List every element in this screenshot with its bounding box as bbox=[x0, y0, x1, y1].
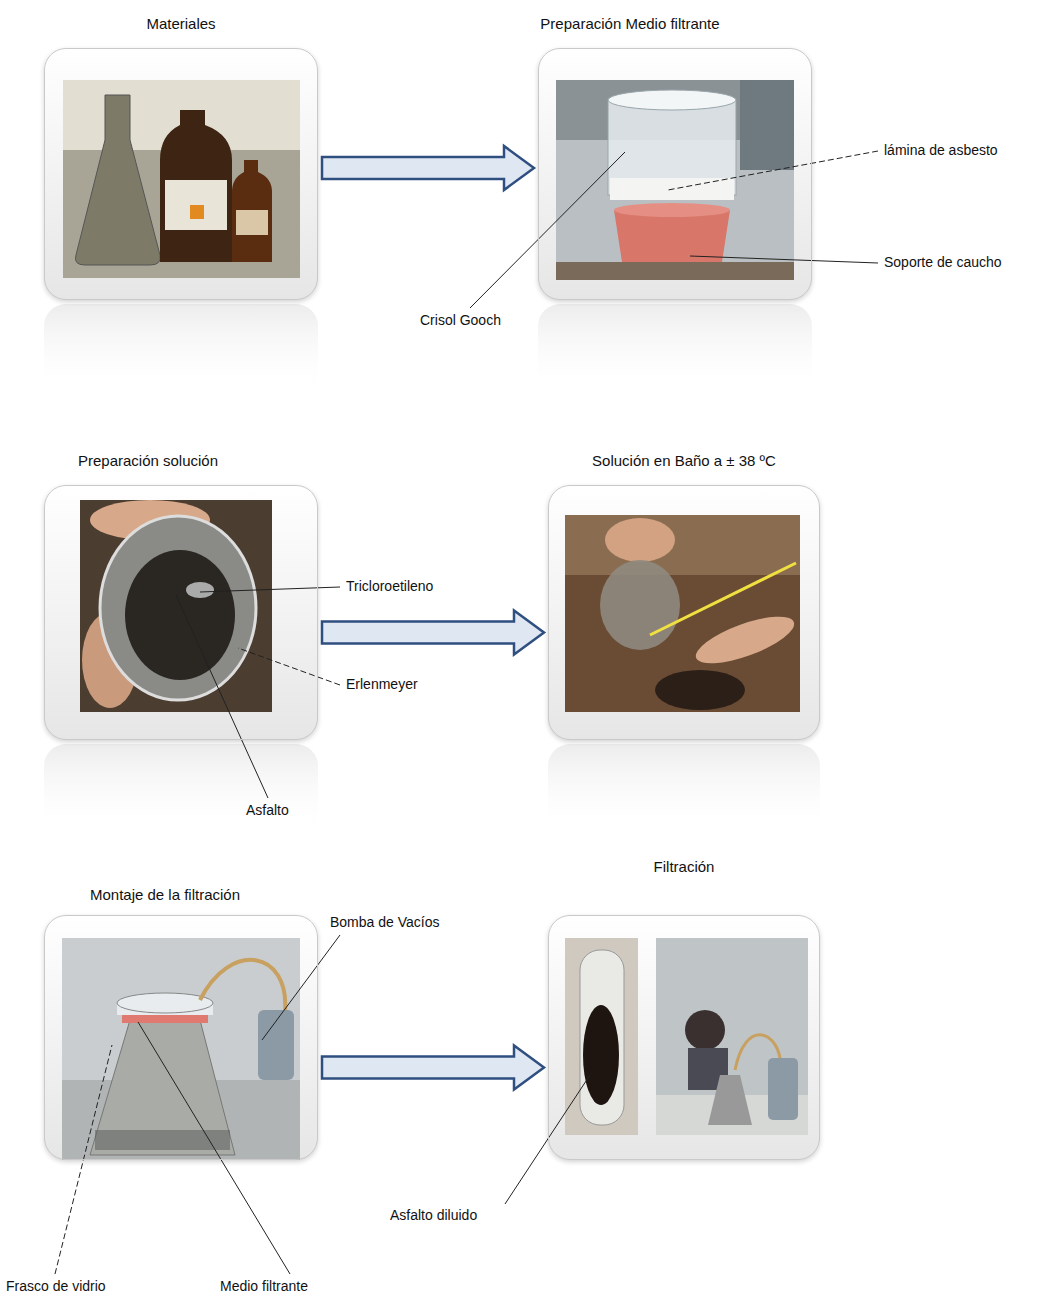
photo-setup-part bbox=[122, 1015, 208, 1023]
callout-label: lámina de asbesto bbox=[884, 142, 998, 159]
photo-panel: Filtración bbox=[548, 915, 820, 1160]
panel-heading: Montaje de la filtración bbox=[90, 886, 240, 904]
callout-label: Medio filtrante bbox=[220, 1278, 308, 1295]
panel-reflections bbox=[44, 304, 820, 834]
photo-materials-part bbox=[63, 80, 300, 278]
leader-lines bbox=[55, 151, 878, 1274]
panel-reflections-part bbox=[538, 304, 812, 394]
photo-bath-part bbox=[691, 607, 800, 673]
photo-setup-part bbox=[90, 1020, 235, 1155]
panel-grounds-part bbox=[548, 485, 820, 740]
photo-filtration-part bbox=[583, 1005, 619, 1105]
photo-setup-part bbox=[117, 993, 213, 1013]
photo-bath-part bbox=[655, 670, 745, 710]
photo-solution-part bbox=[186, 582, 214, 598]
photo-filtration-part bbox=[565, 938, 638, 1135]
photo-materials-part bbox=[165, 180, 227, 230]
block-arrow bbox=[322, 146, 534, 190]
photo-filter-medium-part bbox=[556, 80, 794, 280]
block-arrow bbox=[322, 1046, 544, 1090]
callout-label: Soporte de caucho bbox=[884, 254, 1002, 271]
panel-grounds-part bbox=[538, 48, 812, 300]
callout-label: Tricloroetileno bbox=[346, 578, 433, 595]
callout-label: Crisol Gooch bbox=[420, 312, 501, 329]
photo-bath-part bbox=[565, 515, 800, 712]
leader-lines-part bbox=[690, 256, 878, 263]
photo-filter-medium-part bbox=[608, 90, 736, 110]
panel-heading: Preparación solución bbox=[78, 452, 218, 470]
photo-filtration-part bbox=[580, 950, 624, 1125]
photo-bath-part bbox=[600, 560, 680, 650]
photo-bath-part bbox=[565, 515, 800, 575]
photo-panel: Preparación solución bbox=[44, 485, 318, 740]
photo-bath bbox=[565, 515, 800, 712]
panel-heading: Solución en Baño a ± 38 ºC bbox=[592, 452, 776, 470]
panel-grounds-part bbox=[44, 48, 318, 300]
photo-panel: Preparación Medio filtrante bbox=[538, 48, 812, 300]
photo-materials-part bbox=[190, 205, 204, 219]
photo-filter-medium-part bbox=[614, 203, 730, 217]
callout-label: Bomba de Vacíos bbox=[330, 914, 439, 931]
callout-label: Asfalto bbox=[246, 802, 289, 819]
photo-setup-part bbox=[62, 938, 300, 1160]
photo-filtration-part bbox=[685, 1010, 725, 1050]
photo-filtration-part bbox=[768, 1058, 798, 1120]
photo-setup bbox=[62, 938, 300, 1160]
callout-label: Erlenmeyer bbox=[346, 676, 418, 693]
callout-label: Frasco de vidrio bbox=[6, 1278, 106, 1295]
photo-setup-part bbox=[200, 960, 285, 1012]
photo-filter-medium bbox=[556, 80, 794, 280]
photo-filtration-part bbox=[735, 1035, 780, 1070]
photo-filter-medium-part bbox=[556, 262, 794, 280]
photo-panel: Montaje de la filtración bbox=[44, 915, 318, 1160]
photo-solution-part bbox=[125, 550, 235, 680]
photo-filter-medium-part bbox=[740, 80, 794, 170]
leader-lines-part bbox=[238, 648, 340, 685]
photo-materials bbox=[63, 80, 300, 278]
panel-heading: Materiales bbox=[146, 15, 215, 33]
photo-filtration-part bbox=[656, 938, 808, 1135]
photo-materials-part bbox=[75, 95, 160, 265]
panel-reflections-part bbox=[44, 744, 318, 834]
leader-lines-part bbox=[55, 1045, 112, 1274]
panel-heading: Filtración bbox=[654, 858, 715, 876]
photo-bath-part bbox=[605, 518, 675, 562]
photo-solution-part bbox=[100, 516, 256, 700]
panel-grounds-part bbox=[548, 915, 820, 1160]
block-arrow bbox=[322, 611, 544, 655]
photo-panel: Solución en Baño a ± 38 ºC bbox=[548, 485, 820, 740]
panel-heading: Preparación Medio filtrante bbox=[540, 15, 719, 33]
photo-filter-medium-part bbox=[614, 210, 730, 262]
leader-lines-part bbox=[668, 151, 878, 190]
panel-grounds-part bbox=[44, 915, 318, 1160]
panel-grounds-part bbox=[44, 485, 318, 740]
leader-lines-part bbox=[138, 1022, 290, 1274]
photo-solution-part bbox=[80, 500, 272, 712]
photo-materials-part bbox=[232, 160, 272, 262]
photo-materials-part bbox=[236, 210, 268, 235]
photo-filtration bbox=[565, 938, 808, 1135]
leader-lines-part bbox=[262, 935, 340, 1040]
photo-panel: Materiales bbox=[44, 48, 318, 300]
leader-lines-part bbox=[200, 587, 340, 592]
panel-grounds bbox=[44, 48, 820, 1160]
photo-filtration-part bbox=[708, 1075, 752, 1125]
callout-label: Asfalto diluido bbox=[390, 1207, 477, 1224]
leader-lines-part bbox=[176, 595, 268, 798]
panel-reflections-part bbox=[548, 744, 820, 834]
leader-lines-part bbox=[505, 1075, 590, 1204]
photo-materials-part bbox=[160, 110, 232, 262]
photo-solution bbox=[80, 500, 272, 712]
panel-reflections-part bbox=[44, 304, 318, 394]
photo-bath-part bbox=[650, 563, 796, 635]
